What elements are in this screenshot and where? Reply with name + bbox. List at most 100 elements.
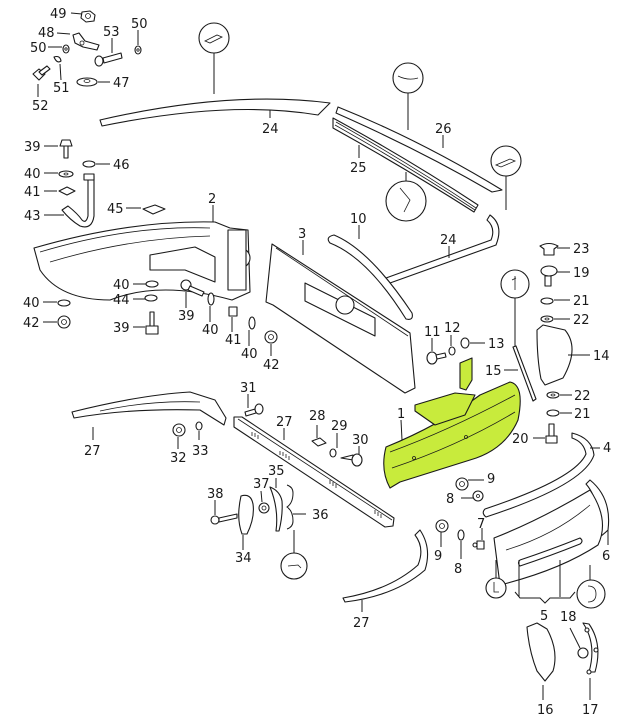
washer-21-bottom[interactable] xyxy=(546,409,560,417)
label-21-top: 21 xyxy=(573,294,590,309)
label-47: 47 xyxy=(113,76,130,91)
bolt-39-top[interactable] xyxy=(59,139,73,159)
label-11: 11 xyxy=(424,325,441,340)
nut-32[interactable] xyxy=(172,423,186,437)
detail-circle-24-right xyxy=(490,145,522,210)
nut-9-upper[interactable] xyxy=(455,477,469,491)
label-9-upper: 9 xyxy=(487,472,495,487)
label-48: 48 xyxy=(38,26,55,41)
bracket-48[interactable] xyxy=(72,32,100,51)
clip-41-top[interactable] xyxy=(58,186,76,196)
label-1: 1 xyxy=(397,407,405,422)
cap-23[interactable] xyxy=(539,242,559,256)
nut-42-right[interactable] xyxy=(264,330,278,344)
trim-27-center[interactable] xyxy=(233,416,395,528)
bumper-panel-3[interactable] xyxy=(265,243,416,394)
washer-8-upper[interactable] xyxy=(472,490,484,502)
fastener-11[interactable] xyxy=(426,351,447,365)
nut-49[interactable] xyxy=(80,10,96,23)
moulding-4[interactable] xyxy=(482,432,595,518)
clip-7[interactable] xyxy=(472,540,485,550)
bumper-cover-1-highlighted[interactable] xyxy=(383,357,521,489)
washer-21-top[interactable] xyxy=(540,297,554,305)
label-3: 3 xyxy=(298,227,306,242)
pad-34[interactable] xyxy=(238,494,254,535)
label-23: 23 xyxy=(573,242,590,257)
label-40-right-b: 40 xyxy=(241,347,258,362)
washer-40-lower-left[interactable] xyxy=(57,299,71,307)
nut-37[interactable] xyxy=(258,502,270,514)
end-cap-16[interactable] xyxy=(526,622,556,682)
label-31: 31 xyxy=(240,381,257,396)
label-12: 12 xyxy=(444,321,461,336)
detail-circle-5-left xyxy=(485,560,507,599)
speed-nut-47[interactable] xyxy=(76,77,98,87)
nut-42-left[interactable] xyxy=(57,315,71,329)
bracket-43[interactable] xyxy=(61,173,95,228)
label-27-left: 27 xyxy=(84,444,101,459)
washer-29[interactable] xyxy=(329,448,337,458)
bolt-31[interactable] xyxy=(244,403,264,417)
bumper-bracket-2[interactable] xyxy=(33,221,251,301)
bolt-53[interactable] xyxy=(94,52,123,67)
washer-50-left[interactable] xyxy=(62,44,70,54)
washer-40-right-a[interactable] xyxy=(207,292,215,306)
trim-27-lower[interactable] xyxy=(342,529,429,603)
label-39-lower: 39 xyxy=(113,321,130,336)
bolt-39-mid[interactable] xyxy=(180,279,205,297)
hardware-cluster-left: 39 46 40 41 43 45 xyxy=(24,139,166,228)
lock-washer-44[interactable] xyxy=(144,294,158,302)
washer-40-right-b[interactable] xyxy=(248,316,256,330)
detail-circle-15 xyxy=(500,269,530,348)
washer-33[interactable] xyxy=(195,421,203,431)
bolt-39-lower[interactable] xyxy=(145,311,159,335)
clip-41-lower[interactable] xyxy=(228,306,238,317)
label-24-top: 24 xyxy=(262,122,279,137)
nut-9-lower[interactable] xyxy=(435,519,449,533)
washer-8-lower[interactable] xyxy=(457,529,465,541)
label-40-lower-left: 40 xyxy=(23,296,40,311)
washer-12[interactable] xyxy=(448,346,456,356)
trim-strip-24-lower[interactable] xyxy=(385,214,500,284)
label-25: 25 xyxy=(350,161,367,176)
trim-27-left[interactable] xyxy=(71,391,227,426)
label-53: 53 xyxy=(103,25,120,40)
bolt-52[interactable] xyxy=(32,65,51,81)
label-33: 33 xyxy=(192,444,209,459)
washer-40-top[interactable] xyxy=(58,170,74,178)
detail-circle-36 xyxy=(280,552,308,580)
washer-22-top[interactable] xyxy=(540,315,554,323)
label-35: 35 xyxy=(268,464,285,479)
label-13: 13 xyxy=(488,337,505,352)
nut-18[interactable] xyxy=(577,647,589,659)
trim-strip-24-top[interactable] xyxy=(99,98,331,127)
clip-28[interactable] xyxy=(311,437,327,447)
screw-19[interactable] xyxy=(540,265,558,287)
label-40-mid: 40 xyxy=(113,278,130,293)
washer-13[interactable] xyxy=(460,337,470,349)
label-34: 34 xyxy=(235,551,252,566)
end-cap-14[interactable] xyxy=(536,324,573,386)
washer-50-right[interactable] xyxy=(134,45,142,55)
washer-40-mid[interactable] xyxy=(145,280,159,288)
label-4: 4 xyxy=(603,441,611,456)
brace-10[interactable] xyxy=(327,234,413,320)
stud-20[interactable] xyxy=(545,423,558,444)
label-26: 26 xyxy=(435,122,452,137)
seal-46[interactable] xyxy=(82,160,96,168)
label-49: 49 xyxy=(50,7,67,22)
label-17: 17 xyxy=(582,703,599,718)
bracket-17[interactable] xyxy=(582,622,599,675)
label-15: 15 xyxy=(485,364,502,379)
lock-washer-51[interactable] xyxy=(53,55,62,63)
strip-15[interactable] xyxy=(512,345,537,402)
detail-circle-26 xyxy=(392,62,424,130)
molding-25[interactable] xyxy=(332,117,479,213)
screw-30[interactable] xyxy=(340,453,363,467)
label-41-lower: 41 xyxy=(225,333,242,348)
spacer-35[interactable] xyxy=(269,486,283,532)
plate-45[interactable] xyxy=(142,204,166,215)
molding-26[interactable] xyxy=(335,106,503,193)
pin-38[interactable] xyxy=(210,513,238,525)
washer-22-bottom[interactable] xyxy=(546,391,560,399)
